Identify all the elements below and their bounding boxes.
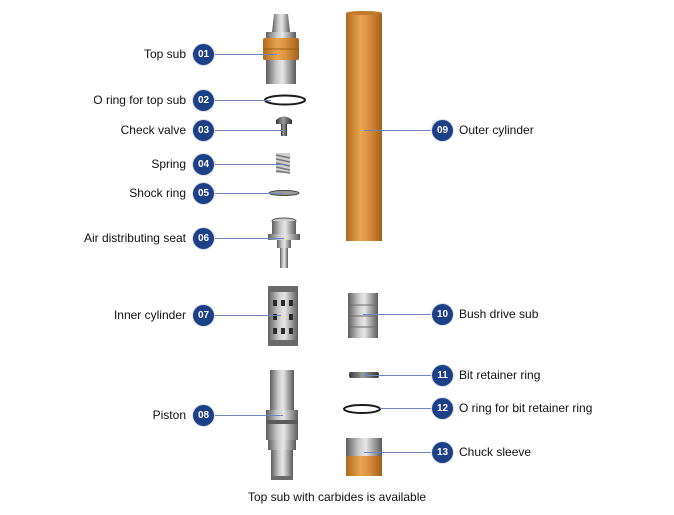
- leader-line-06: [213, 238, 284, 239]
- spring-shape: [275, 153, 291, 174]
- bush-drive-sub-shape: [348, 293, 378, 338]
- leader-line-02: [213, 100, 271, 101]
- badge-01: 01: [193, 44, 214, 65]
- leader-line-12: [380, 408, 432, 409]
- chuck-sleeve-shape: [346, 438, 382, 476]
- label-shock-ring: Shock ring: [129, 186, 186, 200]
- leader-line-01: [213, 54, 277, 55]
- badge-11: 11: [432, 365, 453, 386]
- badge-10: 10: [432, 304, 453, 325]
- badge-03: 03: [193, 120, 214, 141]
- badge-04: 04: [193, 154, 214, 175]
- label-air-distributing-seat: Air distributing seat: [83, 231, 186, 245]
- label-check-valve: Check valve: [120, 123, 186, 137]
- piston-shape: [266, 370, 298, 480]
- label-piston: Piston: [152, 408, 186, 422]
- leader-line-10: [363, 314, 432, 315]
- badge-13: 13: [432, 442, 453, 463]
- label-top-sub: Top sub: [143, 47, 186, 61]
- label-outer-cylinder: Outer cylinder: [459, 123, 534, 137]
- leader-line-04: [213, 164, 285, 165]
- leader-line-07: [213, 315, 281, 316]
- label-o-ring-bit-retainer: O ring for bit retainer ring: [459, 401, 593, 415]
- air-distributing-seat-shape: [268, 217, 300, 268]
- leader-line-13: [364, 452, 432, 453]
- badge-06: 06: [193, 228, 214, 249]
- badge-12: 12: [432, 398, 453, 419]
- leader-line-09: [364, 130, 432, 131]
- label-spring: Spring: [151, 157, 186, 171]
- leader-line-08: [213, 415, 283, 416]
- badge-07: 07: [193, 305, 214, 326]
- label-o-ring-top-sub: O ring for top sub: [93, 93, 186, 107]
- inner-cylinder-shape: [268, 286, 298, 346]
- leader-line-03: [213, 130, 283, 131]
- badge-09: 09: [432, 120, 453, 141]
- top-sub-shape: [263, 14, 299, 84]
- caption: Top sub with carbides is available: [247, 490, 427, 504]
- label-bit-retainer-ring: Bit retainer ring: [459, 368, 541, 382]
- label-chuck-sleeve: Chuck sleeve: [459, 445, 532, 459]
- badge-02: 02: [193, 90, 214, 111]
- label-bush-drive-sub: Bush drive sub: [459, 307, 539, 321]
- leader-line-11: [364, 375, 432, 376]
- leader-line-05: [213, 193, 283, 194]
- o-ring-top-sub-shape: [264, 94, 306, 106]
- outer-cylinder-shape: [346, 11, 382, 241]
- badge-08: 08: [193, 405, 214, 426]
- o-ring-bit-retainer-shape: [343, 404, 381, 414]
- label-inner-cylinder: Inner cylinder: [113, 308, 186, 322]
- check-valve-shape: [276, 116, 292, 136]
- badge-05: 05: [193, 183, 214, 204]
